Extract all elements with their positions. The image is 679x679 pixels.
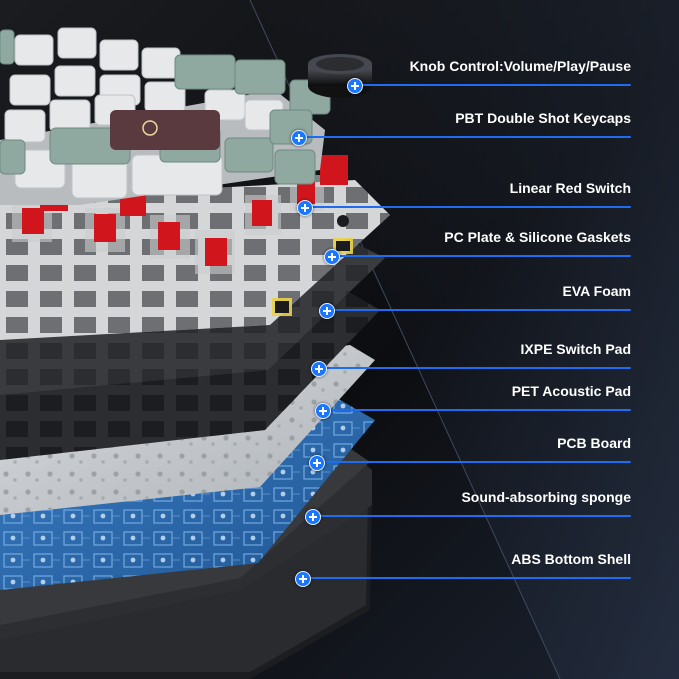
callout-switch: Linear Red Switch	[0, 180, 679, 216]
callout-line	[313, 515, 631, 517]
callout-line	[332, 255, 631, 257]
callout-line	[299, 136, 631, 138]
callout-line	[323, 409, 631, 411]
callout-pcb: PCB Board	[0, 435, 679, 471]
plus-icon[interactable]	[347, 78, 363, 94]
plus-icon[interactable]	[305, 509, 321, 525]
callout-eva: EVA Foam	[0, 283, 679, 319]
callout-label: PET Acoustic Pad	[511, 383, 631, 399]
callout-shell: ABS Bottom Shell	[0, 551, 679, 587]
callout-pet: PET Acoustic Pad	[0, 383, 679, 419]
callout-line	[305, 206, 631, 208]
callout-line	[327, 309, 631, 311]
callout-knob: Knob Control:Volume/Play/Pause	[0, 58, 679, 94]
callout-label: PBT Double Shot Keycaps	[455, 110, 631, 126]
callout-sponge: Sound-absorbing sponge	[0, 489, 679, 525]
plus-icon[interactable]	[319, 303, 335, 319]
callout-line	[303, 577, 631, 579]
callout-label: Sound-absorbing sponge	[461, 489, 631, 505]
plus-icon[interactable]	[311, 361, 327, 377]
plus-icon[interactable]	[297, 200, 313, 216]
callout-line	[317, 461, 631, 463]
callout-label: ABS Bottom Shell	[511, 551, 631, 567]
callout-label: PC Plate & Silicone Gaskets	[444, 229, 631, 245]
callout-label: Linear Red Switch	[509, 180, 631, 196]
callout-label: Knob Control:Volume/Play/Pause	[409, 58, 631, 74]
callout-label: PCB Board	[557, 435, 631, 451]
plus-icon[interactable]	[324, 249, 340, 265]
callout-keycaps: PBT Double Shot Keycaps	[0, 110, 679, 146]
callout-label: IXPE Switch Pad	[520, 341, 631, 357]
callout-label: EVA Foam	[562, 283, 631, 299]
plus-icon[interactable]	[315, 403, 331, 419]
plus-icon[interactable]	[295, 571, 311, 587]
plus-icon[interactable]	[309, 455, 325, 471]
callout-ixpe: IXPE Switch Pad	[0, 341, 679, 377]
plus-icon[interactable]	[291, 130, 307, 146]
callout-plate: PC Plate & Silicone Gaskets	[0, 229, 679, 265]
callout-line	[319, 367, 631, 369]
callout-line	[355, 84, 631, 86]
